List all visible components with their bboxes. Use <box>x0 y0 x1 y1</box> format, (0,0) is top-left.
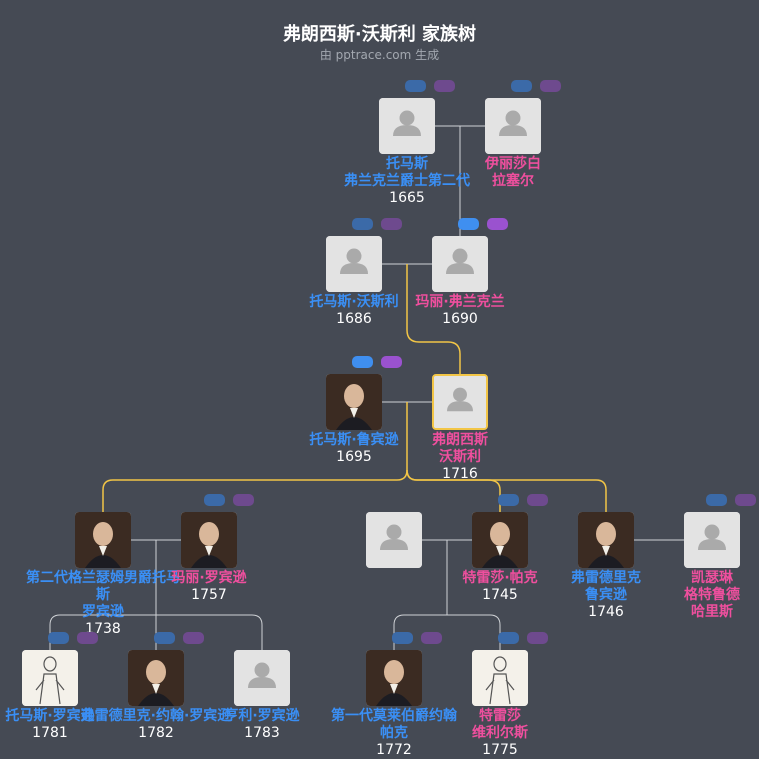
person-name: 凯瑟琳格特鲁德哈里斯 <box>684 570 740 620</box>
person-card[interactable]: 凯瑟琳格特鲁德哈里斯 <box>632 512 759 621</box>
expand-female-ancestor-button[interactable] <box>233 494 254 506</box>
person-placeholder-icon[interactable] <box>485 98 541 154</box>
person-name: 托马斯·罗宾逊 <box>5 708 95 724</box>
person-placeholder-icon[interactable] <box>379 98 435 154</box>
person-birth-year: 1745 <box>482 587 518 603</box>
person-portrait[interactable] <box>326 374 382 430</box>
person-portrait[interactable] <box>181 512 237 568</box>
expand-female-ancestor-button[interactable] <box>735 494 756 506</box>
page-title: 弗朗西斯·沃斯利 家族树 <box>282 24 477 45</box>
person-birth-year: 1772 <box>376 742 412 758</box>
person-name: 第二代格兰瑟姆男爵托马斯罗宾逊 <box>26 570 180 620</box>
person-birth-year: 1775 <box>482 742 518 758</box>
expand-female-ancestor-button[interactable] <box>183 632 204 644</box>
person-birth-year: 1781 <box>32 725 68 741</box>
person-birth-year: 1783 <box>244 725 280 741</box>
expand-male-ancestor-button[interactable] <box>405 80 426 92</box>
connector-line <box>406 264 461 374</box>
person-placeholder-icon[interactable] <box>684 512 740 568</box>
expand-female-ancestor-button[interactable] <box>540 80 561 92</box>
person-card[interactable]: 伊丽莎白拉塞尔 <box>433 98 593 190</box>
person-name: 托马斯·沃斯利 <box>309 294 399 310</box>
person-name: 弗雷德里克·约翰·罗宾逊 <box>80 708 232 724</box>
expand-male-ancestor-button[interactable] <box>706 494 727 506</box>
connector-line <box>489 614 501 650</box>
person-birth-year: 1746 <box>588 604 624 620</box>
person-birth-year: 1690 <box>442 311 478 327</box>
connector-line <box>406 469 607 512</box>
person-portrait[interactable] <box>472 650 528 706</box>
connector-line <box>393 614 405 650</box>
expand-male-ancestor-button[interactable] <box>498 632 519 644</box>
person-birth-year: 1757 <box>191 587 227 603</box>
person-birth-year: 1665 <box>389 190 425 206</box>
page-subtitle: 由 pptrace.com 生成 <box>319 48 440 62</box>
person-portrait[interactable] <box>22 650 78 706</box>
person-name: 特雷莎·帕克 <box>462 570 538 586</box>
expand-female-ancestor-button[interactable] <box>527 632 548 644</box>
person-birth-year: 1716 <box>442 466 478 482</box>
expand-male-ancestor-button[interactable] <box>352 218 373 230</box>
expand-male-ancestor-button[interactable] <box>154 632 175 644</box>
person-name: 托马斯弗兰克兰爵士第二代 <box>344 156 470 189</box>
person-placeholder-icon[interactable] <box>432 236 488 292</box>
expand-female-ancestor-button[interactable] <box>421 632 442 644</box>
expand-female-ancestor-button[interactable] <box>527 494 548 506</box>
expand-male-ancestor-button[interactable] <box>48 632 69 644</box>
connector-line <box>404 540 490 616</box>
person-placeholder-icon[interactable] <box>366 512 422 568</box>
connector-line <box>49 614 61 650</box>
expand-female-ancestor-button[interactable] <box>77 632 98 644</box>
person-card[interactable] <box>314 512 474 570</box>
person-portrait[interactable] <box>578 512 634 568</box>
person-name: 亨利·罗宾逊 <box>224 708 300 724</box>
person-name: 托马斯·鲁宾逊 <box>309 432 399 448</box>
person-birth-year: 1695 <box>336 449 372 465</box>
person-portrait[interactable] <box>75 512 131 568</box>
person-name: 弗雷德里克鲁宾逊 <box>571 570 641 603</box>
person-name: 玛丽·罗宾逊 <box>171 570 247 586</box>
expand-male-ancestor-button[interactable] <box>498 494 519 506</box>
person-portrait[interactable] <box>366 650 422 706</box>
person-name: 弗朗西斯沃斯利 <box>432 432 488 465</box>
connector-line <box>102 402 408 512</box>
person-birth-year: 1686 <box>336 311 372 327</box>
expand-male-ancestor-button[interactable] <box>392 632 413 644</box>
expand-female-ancestor-button[interactable] <box>434 80 455 92</box>
person-placeholder-icon[interactable] <box>432 374 488 430</box>
expand-male-ancestor-button[interactable] <box>458 218 479 230</box>
expand-male-ancestor-button[interactable] <box>511 80 532 92</box>
person-name: 第一代莫莱伯爵约翰帕克 <box>331 708 457 741</box>
person-name: 伊丽莎白拉塞尔 <box>485 156 541 189</box>
expand-female-ancestor-button[interactable] <box>381 356 402 368</box>
person-name: 玛丽·弗兰克兰 <box>415 294 505 310</box>
expand-female-ancestor-button[interactable] <box>381 218 402 230</box>
person-portrait[interactable] <box>472 512 528 568</box>
person-portrait[interactable] <box>128 650 184 706</box>
person-name: 特雷莎维利尔斯 <box>472 708 528 741</box>
connector-line <box>251 614 263 650</box>
person-placeholder-icon[interactable] <box>326 236 382 292</box>
expand-male-ancestor-button[interactable] <box>204 494 225 506</box>
person-placeholder-icon[interactable] <box>234 650 290 706</box>
expand-female-ancestor-button[interactable] <box>487 218 508 230</box>
expand-male-ancestor-button[interactable] <box>352 356 373 368</box>
person-birth-year: 1782 <box>138 725 174 741</box>
